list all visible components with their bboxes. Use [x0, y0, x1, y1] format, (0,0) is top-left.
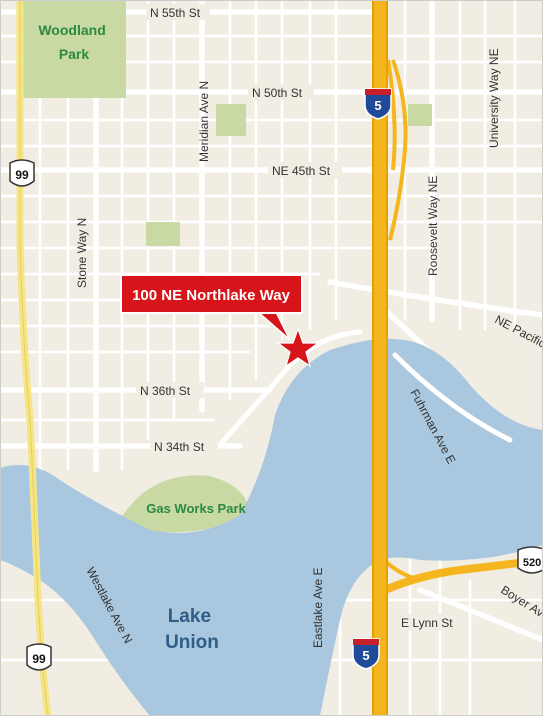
- address-callout[interactable]: 100 NE Northlake Way: [120, 274, 303, 341]
- street-label-roosevelt: Roosevelt Way NE: [426, 176, 440, 276]
- i5-shield-north-number: 5: [374, 98, 381, 113]
- woodland-park-label: Woodland Park: [38, 22, 109, 62]
- portage-bay-water: [460, 462, 543, 546]
- street-label-n36: N 36th St: [140, 384, 191, 398]
- woodland-park-area: [22, 0, 126, 98]
- street-label-n34: N 34th St: [154, 440, 205, 454]
- street-label-meridian: Meridian Ave N: [197, 81, 211, 162]
- lake-union-label: Lake Union: [165, 606, 219, 653]
- location-star-icon[interactable]: [276, 327, 320, 368]
- lake-union-label-line1: Lake: [168, 606, 211, 627]
- parks: [22, 0, 432, 582]
- street-label-backgrounds: [136, 4, 464, 630]
- sr520-shield: 520: [517, 546, 543, 574]
- i5-shield-south: 5: [352, 638, 380, 670]
- shoreline-roads: [212, 329, 513, 453]
- street-label-ne45: NE 45th St: [272, 164, 331, 178]
- sr99-shield-north-number: 99: [15, 168, 29, 182]
- street-label-n50: N 50th St: [252, 86, 303, 100]
- woodland-park-label-line1: Woodland: [38, 22, 105, 38]
- street-label-university: University Way NE: [487, 48, 501, 148]
- street-label-eastlake: Eastlake Ave E: [311, 568, 325, 649]
- woodland-park-label-line2: Park: [59, 46, 90, 62]
- gasworks-park-label: Gas Works Park: [146, 501, 246, 516]
- i5-shield-south-number: 5: [362, 648, 369, 663]
- address-label: 100 NE Northlake Way: [132, 287, 290, 304]
- water-bodies: [0, 338, 543, 716]
- lake-union-water: [0, 338, 543, 716]
- address-callout-box: [120, 274, 303, 314]
- sr99-shield-north: 99: [9, 159, 35, 187]
- lake-union-label-line2: Union: [165, 632, 219, 653]
- i5-shield-north: 5: [364, 88, 392, 120]
- sr99-shield-south-number: 99: [32, 652, 46, 666]
- street-label-n55: N 55th St: [150, 6, 201, 20]
- gasworks-park-area: [120, 475, 248, 533]
- street-label-elynn: E Lynn St: [401, 616, 453, 630]
- street-label-stone: Stone Way N: [75, 218, 89, 288]
- sr99-shield-south: 99: [26, 643, 52, 671]
- sr520-shield-number: 520: [523, 557, 541, 569]
